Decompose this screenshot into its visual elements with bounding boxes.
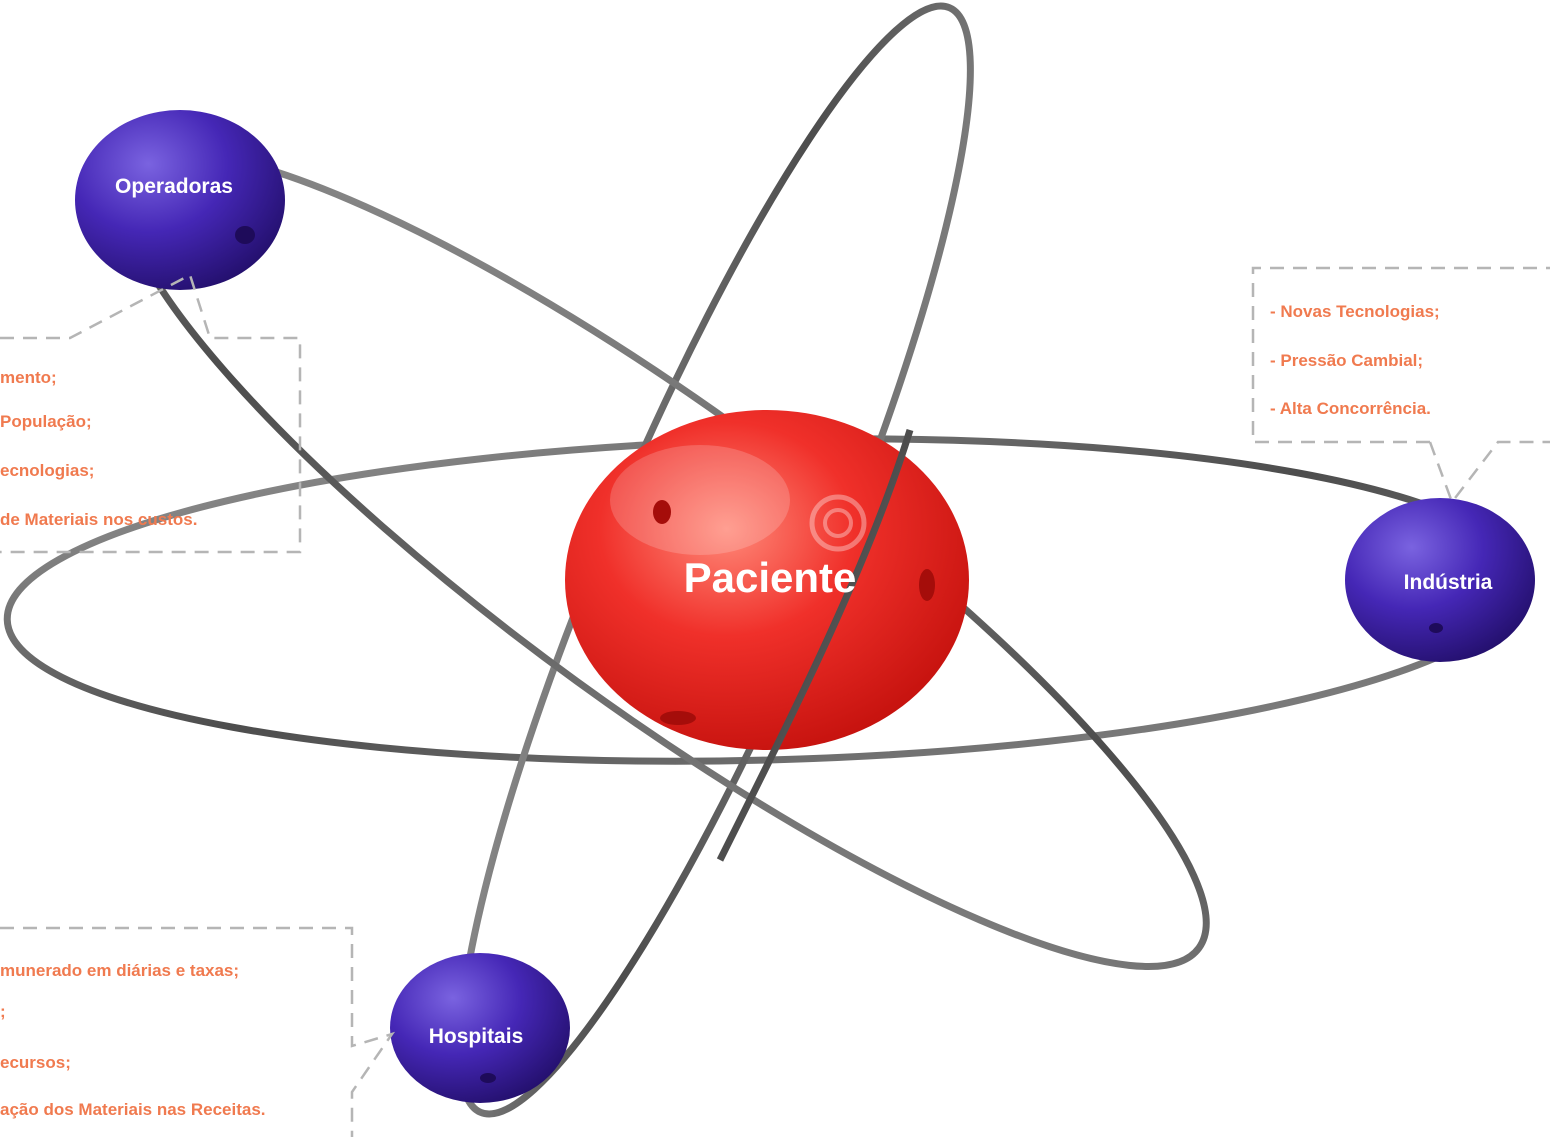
- callout-industria-frame: [1251, 266, 1550, 505]
- callout-operadoras-line-4: de Materiais nos custos.: [0, 510, 198, 529]
- electron-industria: [1345, 498, 1535, 662]
- callout-hospitais-line-4: ação dos Materiais nas Receitas.: [0, 1100, 266, 1119]
- label-hospitais: Hospitais: [428, 1025, 524, 1048]
- callout-operadoras-line-2: População;: [0, 412, 92, 431]
- nucleus: [565, 410, 969, 750]
- orbit-front-segment: [716, 428, 914, 862]
- callout-industria-line-3: - Alta Concorrência.: [1270, 399, 1431, 418]
- callout-hospitais-line-1: munerado em diárias e taxas;: [0, 961, 240, 980]
- callout-operadoras-frame: [0, 273, 302, 554]
- callout-hospitais-frame: [0, 926, 396, 1137]
- callout-hospitais-line-3: ecursos;: [0, 1053, 71, 1072]
- electron-operadoras: [75, 110, 285, 290]
- electron-hospitais: [390, 953, 570, 1103]
- callout-hospitais-line-2: ;: [0, 1002, 6, 1021]
- callout-industria-line-1: - Novas Tecnologias;: [1270, 302, 1440, 321]
- callout-operadoras-line-3: ecnologias;: [0, 461, 95, 480]
- label-industria: Indústria: [1403, 571, 1493, 594]
- label-operadoras: Operadoras: [115, 175, 233, 198]
- callout-industria-line-2: - Pressão Cambial;: [1270, 351, 1424, 370]
- label-paciente: Paciente: [683, 554, 857, 601]
- callout-operadoras-line-1: mento;: [0, 368, 57, 387]
